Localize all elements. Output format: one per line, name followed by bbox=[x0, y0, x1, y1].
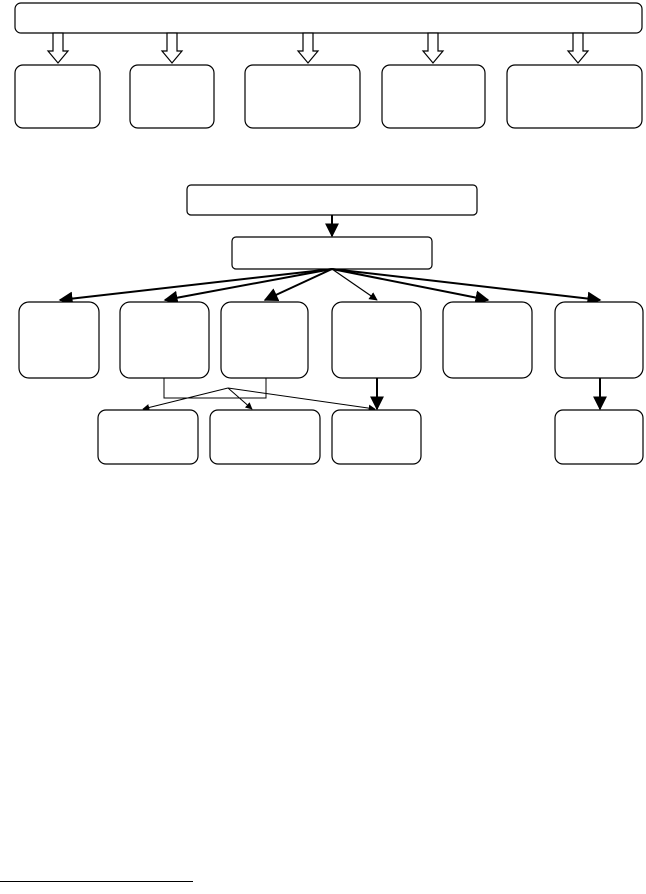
level-two-boxes bbox=[97, 409, 644, 465]
top-section bbox=[14, 2, 643, 129]
footnote-separator bbox=[0, 881, 193, 882]
level-one-box bbox=[554, 301, 644, 379]
top-block-arrows bbox=[46, 32, 590, 64]
hollow-arrow-down-icon bbox=[421, 32, 445, 64]
fanout-arrow bbox=[263, 268, 333, 302]
fanout-arrow bbox=[331, 268, 490, 305]
bracket-arrow bbox=[227, 387, 376, 412]
bracket-arrows bbox=[142, 387, 376, 412]
hub-box bbox=[231, 236, 433, 270]
top-child-box bbox=[506, 64, 643, 129]
bottom-section bbox=[18, 184, 644, 465]
level-one-boxes bbox=[18, 301, 644, 379]
fanout-arrow bbox=[58, 268, 333, 306]
fanout-arrow bbox=[331, 268, 378, 301]
level-one-box bbox=[18, 301, 100, 379]
top-child-box bbox=[129, 64, 215, 129]
hollow-arrow-down-icon bbox=[160, 32, 184, 64]
hollow-arrow-down-icon bbox=[46, 32, 70, 64]
fanout-arrow bbox=[331, 268, 602, 306]
level-one-box bbox=[442, 301, 533, 379]
level-one-box bbox=[220, 301, 309, 379]
top-child-box bbox=[244, 64, 361, 129]
hollow-arrow-down-icon bbox=[566, 32, 590, 64]
level-one-box bbox=[119, 301, 210, 379]
fanout-arrow bbox=[163, 268, 333, 305]
hub-fanout-arrows bbox=[58, 268, 602, 306]
level-one-box bbox=[331, 301, 422, 379]
level-two-box bbox=[209, 409, 321, 465]
bracket-arrow bbox=[227, 387, 253, 410]
top-child-box bbox=[14, 64, 101, 129]
grouping-bracket bbox=[163, 378, 267, 399]
level-two-box bbox=[331, 409, 422, 465]
level-two-box bbox=[97, 409, 199, 465]
top-child-box bbox=[381, 64, 486, 129]
top-header-box bbox=[14, 2, 643, 34]
level-two-box bbox=[554, 409, 644, 465]
hollow-arrow-down-icon bbox=[296, 32, 320, 64]
root-box bbox=[186, 184, 478, 216]
top-children bbox=[14, 64, 643, 129]
bracket-arrow bbox=[142, 387, 229, 411]
